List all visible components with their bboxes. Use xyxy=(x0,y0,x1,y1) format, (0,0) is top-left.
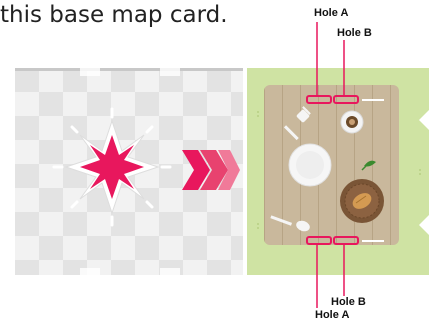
wooden-table xyxy=(264,85,399,245)
hole-a-bottom-label: Hole A xyxy=(315,309,349,321)
plate-icon xyxy=(289,144,331,186)
hole-b-bottom-label: Hole B xyxy=(331,296,366,308)
hole-leader-lines xyxy=(317,22,344,308)
hole-a-top-marker xyxy=(307,96,331,103)
hole-b-top-label: Hole B xyxy=(337,27,372,39)
fork-icon xyxy=(284,106,311,140)
hole-markers xyxy=(307,96,358,244)
caption-text: this base map card. xyxy=(0,2,228,28)
coffee-cup-icon xyxy=(341,111,363,133)
spoon-icon xyxy=(270,215,311,233)
hole-a-top-label: Hole A xyxy=(314,7,348,19)
base-map-card-right xyxy=(247,63,429,280)
chevron-arrows-icon xyxy=(182,150,240,190)
herb-leaf-icon xyxy=(362,161,376,170)
base-map-card-left xyxy=(7,68,243,275)
hole-b-bottom-marker xyxy=(334,237,358,244)
star-burst-icon xyxy=(54,109,170,225)
bread-basket-icon xyxy=(340,179,384,223)
hole-b-top-marker xyxy=(334,96,358,103)
hole-a-bottom-marker xyxy=(307,237,331,244)
